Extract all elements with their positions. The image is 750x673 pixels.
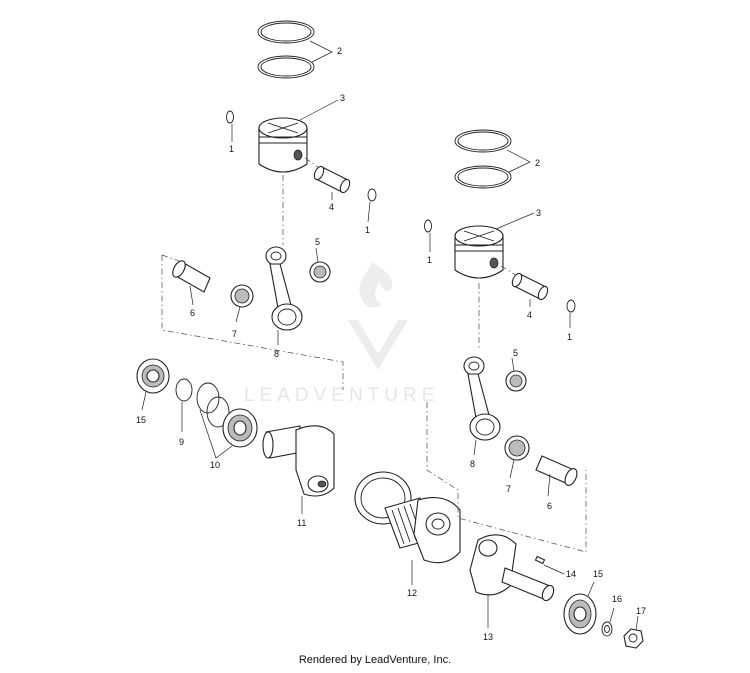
needle-bearing-left-large — [230, 284, 254, 308]
woodruff-key-14 — [534, 555, 546, 565]
watermark: LEADVENTURE — [244, 262, 439, 406]
crank-pin-left — [172, 260, 211, 293]
callout-8-left: 8 — [274, 349, 279, 359]
callout-6-left: 6 — [190, 308, 195, 318]
leader-7a — [235, 306, 241, 323]
leader-3b — [495, 212, 535, 230]
connecting-rod-left — [265, 246, 303, 331]
callout-5-right: 5 — [513, 348, 518, 358]
crank-pin-right — [535, 455, 578, 486]
callout-3-left: 3 — [340, 93, 345, 103]
callout-13: 13 — [483, 632, 493, 642]
leader-6a — [189, 285, 194, 306]
retaining-ring-9 — [175, 378, 193, 402]
leader-5a — [315, 247, 319, 263]
leader-15a — [141, 391, 147, 411]
piston-ring-right-bottom — [454, 165, 512, 189]
callout-1-left-b: 1 — [365, 225, 370, 235]
needle-bearing-right-large — [504, 435, 530, 461]
washer-16 — [601, 621, 613, 637]
leader-10 — [199, 409, 233, 459]
callout-1-right-a: 1 — [427, 255, 432, 265]
piston-right — [454, 225, 504, 279]
callout-3-right: 3 — [536, 208, 541, 218]
axis-pin-left — [304, 157, 319, 168]
leader-8b — [473, 439, 477, 456]
callout-15-right: 15 — [593, 569, 603, 579]
callout-15-left: 15 — [136, 415, 146, 425]
center-crank-12 — [354, 471, 461, 564]
leader-2b — [506, 149, 531, 173]
callout-4-right: 4 — [527, 310, 532, 320]
callout-10: 10 — [210, 460, 220, 470]
leader-2a — [309, 40, 333, 63]
needle-bearing-right-small — [505, 370, 527, 392]
leader-1b — [367, 201, 371, 223]
main-bearing-right — [563, 593, 597, 635]
leader-5b — [511, 357, 515, 372]
circlip-right-a — [424, 219, 432, 233]
circlip-left-b — [367, 188, 377, 202]
callout-12: 12 — [407, 588, 417, 598]
callout-8-right: 8 — [470, 459, 475, 469]
piston-left — [258, 117, 308, 173]
leader-14 — [543, 564, 565, 575]
piston-ring-left-bottom — [257, 55, 315, 79]
leader-16 — [609, 607, 615, 623]
axis-pin-right — [500, 265, 517, 276]
piston-pin-left — [313, 165, 351, 194]
nut-17 — [623, 628, 644, 649]
needle-bearing-left-small — [309, 261, 331, 283]
callout-9: 9 — [179, 437, 184, 447]
piston-pin-right — [511, 272, 549, 301]
leader-17 — [635, 615, 639, 631]
circlip-right-b — [566, 299, 576, 313]
callout-4-left: 4 — [329, 202, 334, 212]
callout-1-right-b: 1 — [567, 332, 572, 342]
watermark-text: LEADVENTURE — [244, 385, 439, 406]
callout-2-right: 2 — [535, 158, 540, 168]
callout-16: 16 — [612, 594, 622, 604]
connecting-rod-right — [463, 356, 501, 441]
bracket-left-tick — [161, 254, 183, 263]
callout-7-right: 7 — [506, 484, 511, 494]
callout-14: 14 — [566, 569, 576, 579]
assembly-bracket-left — [161, 255, 344, 390]
callout-2-left: 2 — [337, 46, 342, 56]
callout-11: 11 — [297, 518, 306, 528]
callout-7-left: 7 — [232, 329, 237, 339]
piston-ring-left-top — [257, 20, 315, 44]
leader-15b — [587, 581, 595, 597]
leader-3a — [299, 99, 339, 121]
crankshaft-half-11 — [262, 425, 335, 497]
callout-6-right: 6 — [547, 501, 552, 511]
leader-6b — [547, 473, 551, 497]
callout-17: 17 — [636, 606, 646, 616]
assembly-bracket-right — [426, 402, 587, 553]
circlip-left-a — [226, 110, 234, 124]
crankshaft-half-13 — [469, 534, 555, 602]
footer-credit: Rendered by LeadVenture, Inc. — [298, 654, 452, 666]
leader-7b — [509, 459, 515, 479]
callout-5-left: 5 — [315, 237, 320, 247]
main-bearing-left-outer — [136, 358, 170, 394]
callout-1-left-a: 1 — [229, 144, 234, 154]
piston-ring-right-top — [454, 129, 512, 153]
snap-rings-10 — [196, 382, 230, 428]
main-bearing-left-inner — [222, 408, 258, 448]
